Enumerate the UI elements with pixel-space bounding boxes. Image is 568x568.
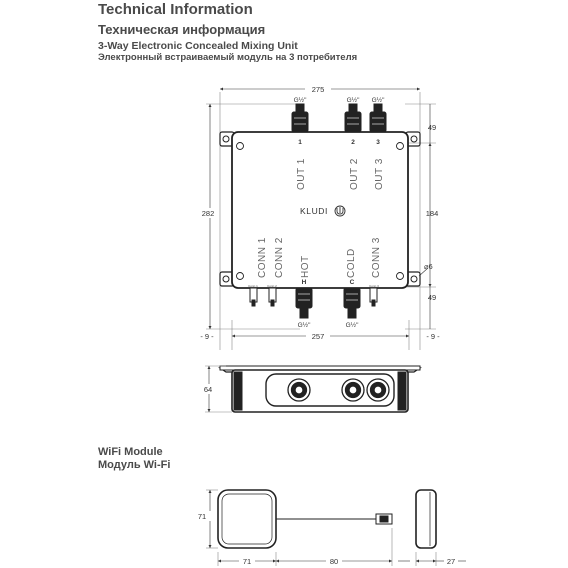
thread-out2: G½" <box>347 96 360 104</box>
port-label-c: C <box>350 279 355 286</box>
port-number-1: 1 <box>298 139 302 146</box>
thread-out1: G½" <box>294 96 307 104</box>
wifi-title-ru: Модуль Wi-Fi <box>98 459 171 471</box>
dim-left-offset: - 9 - <box>200 332 214 341</box>
thread-cold: G½" <box>346 321 359 329</box>
thread-out3: G½" <box>372 96 385 104</box>
port-number-2: 2 <box>351 139 355 146</box>
dim-side-depth: 64 <box>204 385 212 394</box>
wifi-module-drawing <box>217 489 437 549</box>
brand-icon <box>334 205 346 217</box>
dim-total-width: 275 <box>312 85 325 94</box>
dim-right-offset: - 9 - <box>426 332 440 341</box>
label-hot: HOT <box>300 255 311 278</box>
label-conn3: CONN 3 <box>371 237 382 278</box>
wifi-dim-depth: 27 <box>447 557 455 566</box>
thread-hot: G½" <box>298 321 311 329</box>
label-out3: OUT 3 <box>374 158 385 190</box>
unit-body <box>231 131 409 289</box>
product-subtitle-ru: Электронный встраиваемый модуль на 3 пот… <box>98 52 358 63</box>
wifi-dim-cable: 80 <box>330 557 338 566</box>
port-label-h: H <box>302 279 307 286</box>
dim-center-height: 184 <box>426 209 439 218</box>
brand-logo: KLUDI <box>300 206 328 216</box>
wifi-dim-height: 71 <box>198 512 206 521</box>
small-label-conn1: Conn 1 <box>248 284 258 288</box>
product-subtitle: 3-Way Electronic Concealed Mixing Unit <box>98 40 298 52</box>
label-conn1: CONN 1 <box>257 237 268 278</box>
front-view <box>206 92 436 350</box>
port-number-3: 3 <box>376 139 380 146</box>
side-view <box>218 365 422 413</box>
dim-top-offset: 49 <box>428 123 436 132</box>
dim-inner-width: 257 <box>312 332 325 341</box>
page-title-ru: Техническая информация <box>98 22 266 37</box>
wifi-title: WiFi Module <box>98 446 163 458</box>
label-out2: OUT 2 <box>349 158 360 190</box>
dim-hole-diameter: ⌀6 <box>424 262 433 271</box>
label-out1: OUT 1 <box>296 158 307 190</box>
page-title: Technical Information <box>98 1 253 18</box>
small-label-conn2: Conn 2 <box>267 284 277 288</box>
label-cold: COLD <box>346 248 357 278</box>
dim-bottom-offset: 49 <box>428 293 436 302</box>
small-label-conn3: Conn 3 <box>369 284 379 288</box>
dim-total-height: 282 <box>202 209 215 218</box>
wifi-dim-width: 71 <box>243 557 251 566</box>
label-conn2: CONN 2 <box>274 237 285 278</box>
